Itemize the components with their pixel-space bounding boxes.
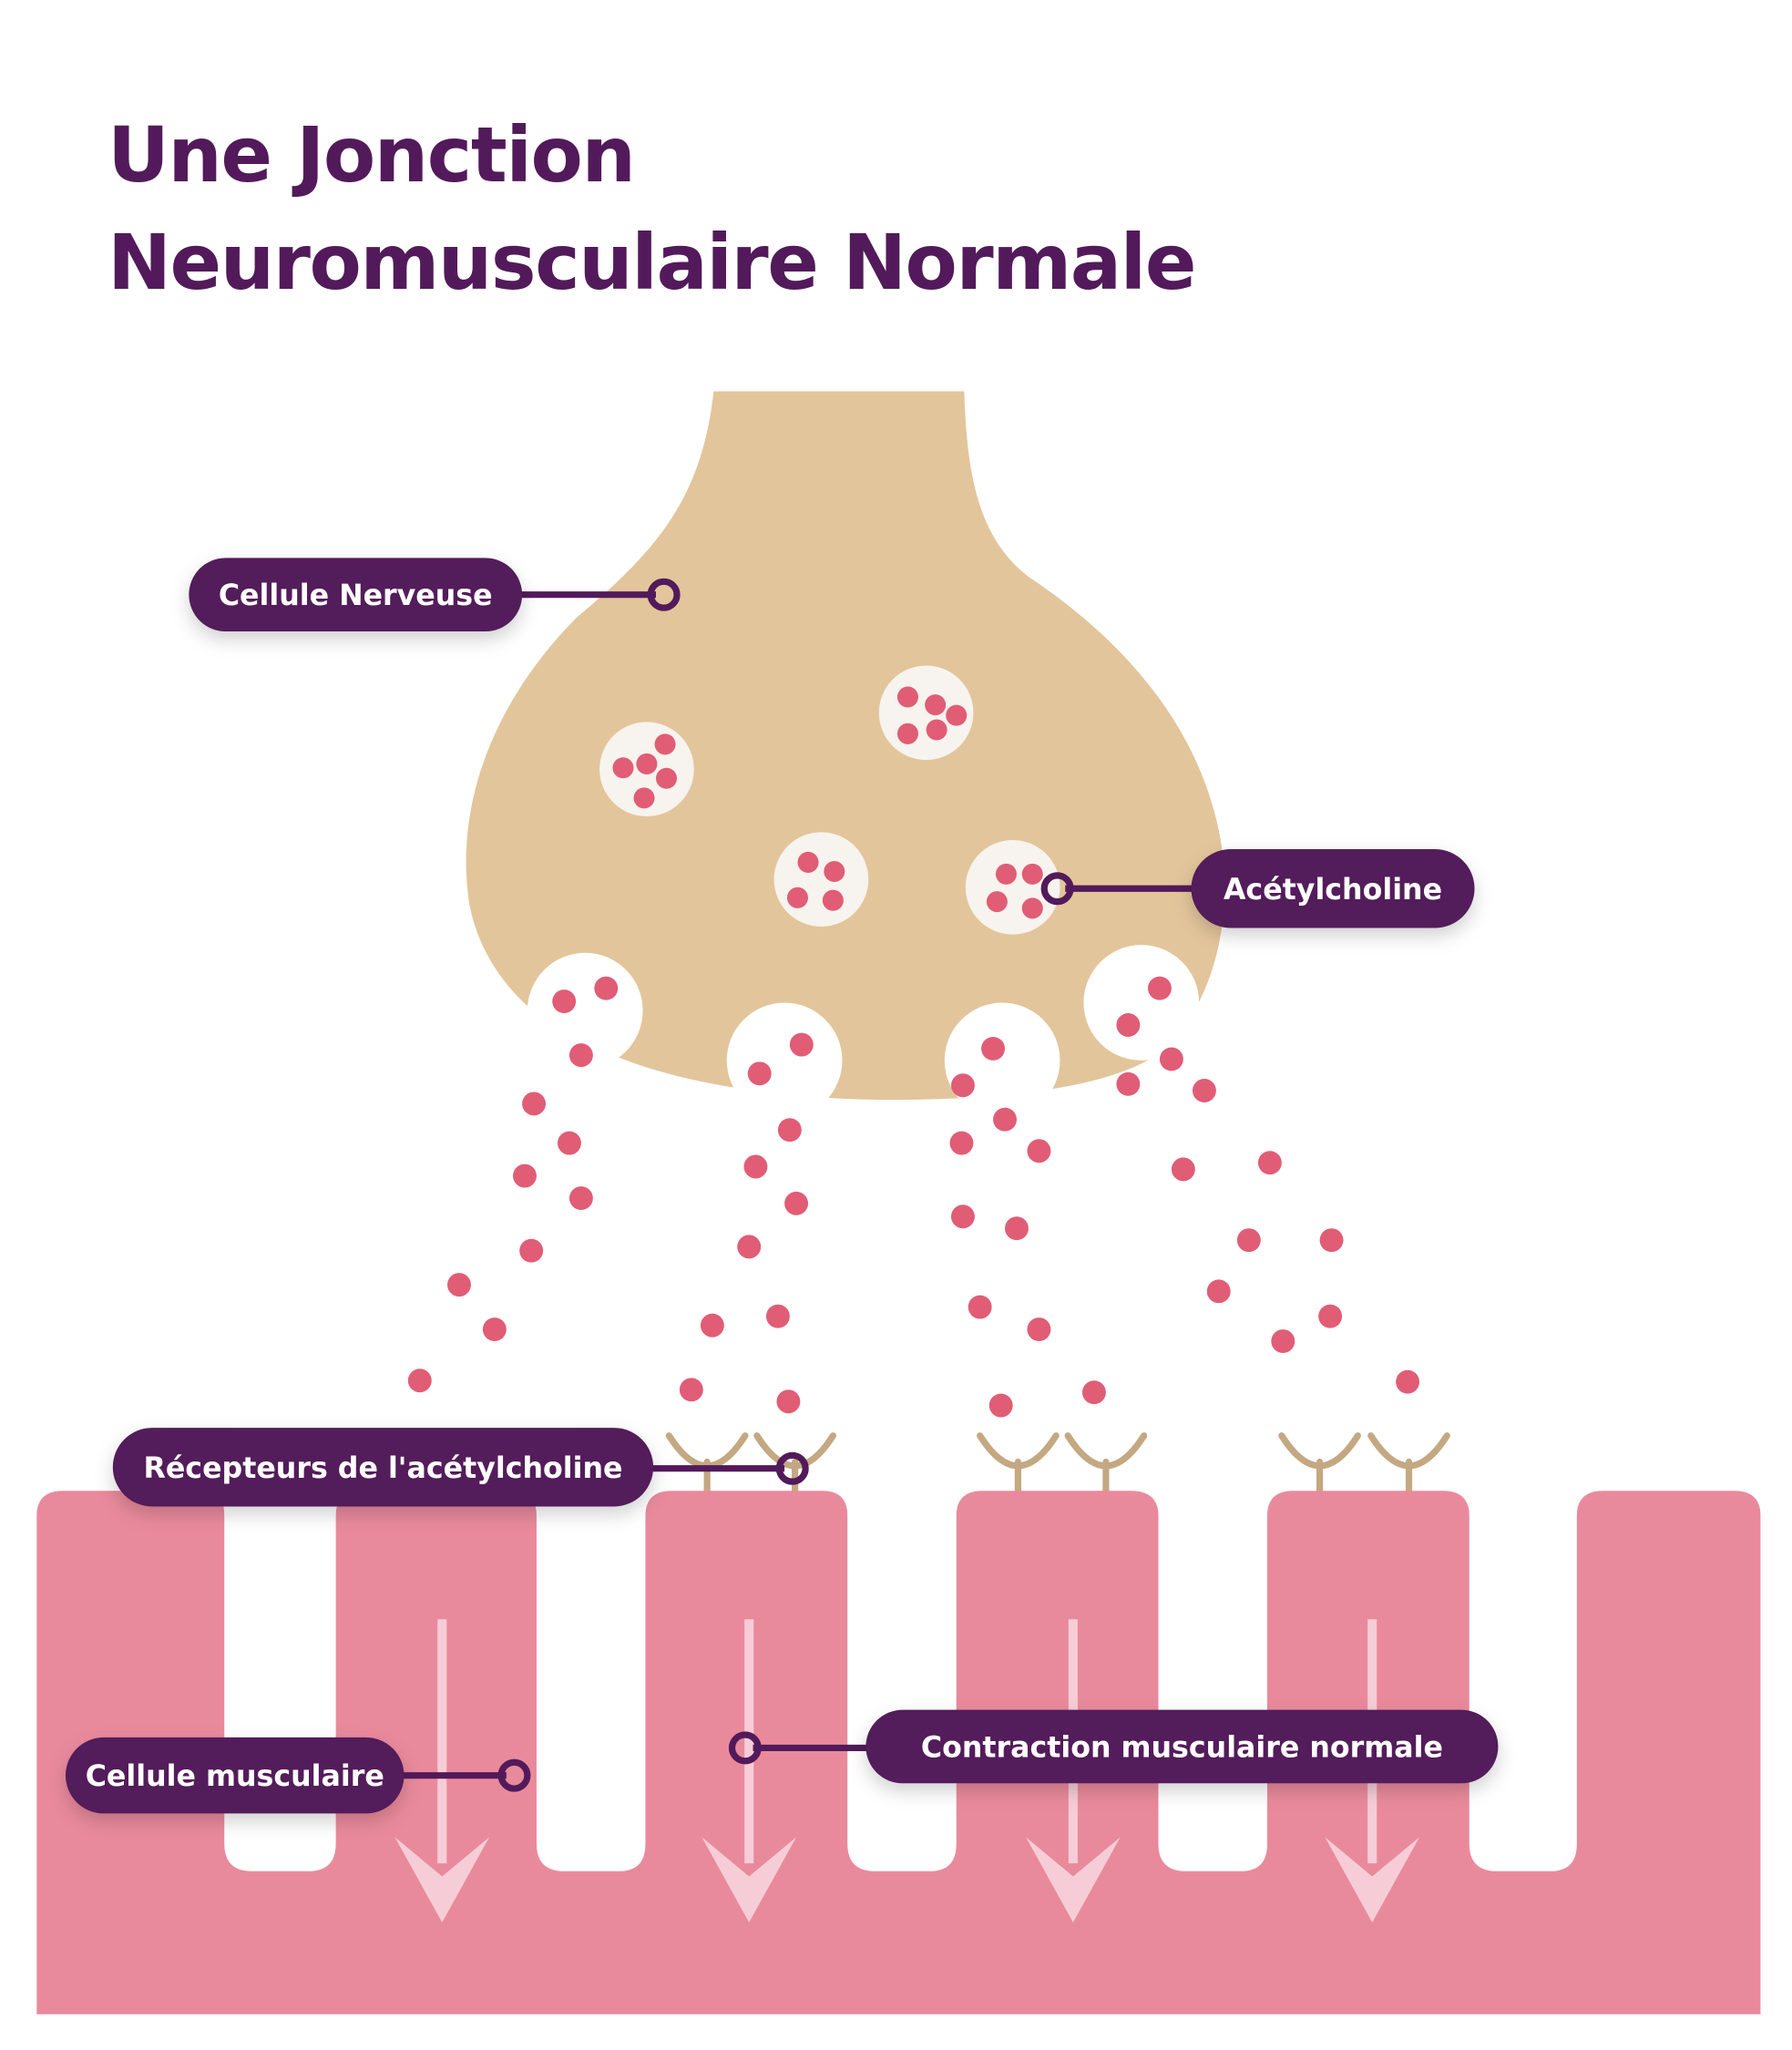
acetylcholine-molecule (1396, 1369, 1420, 1394)
acetylcholine-molecule (679, 1378, 703, 1402)
acetylcholine-molecule (447, 1273, 471, 1297)
arrow-down-icon (394, 1619, 490, 1922)
acetylcholine-molecule (522, 1092, 547, 1116)
acetylcholine-molecule (968, 1295, 992, 1319)
vesicles (599, 665, 1060, 935)
acetylcholine-molecule (950, 1073, 975, 1098)
acetylcholine-molecule (784, 1191, 809, 1215)
pointer-ring-icon (497, 1758, 531, 1792)
label-nerve-cell-text: Cellule Nerveuse (219, 579, 493, 612)
acetylcholine-molecule (1081, 1380, 1106, 1405)
arrow-down-icon (701, 1619, 797, 1922)
acetylcholine-molecule (519, 1238, 544, 1263)
fused-vesicle (1083, 945, 1200, 1061)
label-nerve-cell: Cellule Nerveuse (189, 558, 681, 632)
acetylcholine-molecule (747, 1061, 772, 1086)
label-muscle-cell: Cellule musculaire (65, 1737, 531, 1814)
acetylcholine-molecule (552, 989, 577, 1014)
acetylcholine-molecule (1236, 1228, 1261, 1253)
acetylcholine-molecule (1027, 1317, 1051, 1342)
label-contraction-text: Contraction musculaire normale (921, 1732, 1443, 1765)
vesicle (878, 665, 974, 761)
pointer-ring-icon (647, 578, 681, 611)
acetylcholine-molecule (743, 1154, 768, 1179)
acetylcholine-molecule (765, 1304, 790, 1328)
acetylcholine-molecule (1257, 1151, 1282, 1175)
fused-vesicle (944, 1002, 1060, 1119)
acetylcholine-molecule (776, 1389, 801, 1414)
acetylcholine-molecule (737, 1235, 762, 1259)
acetylcholine-molecule (1116, 1071, 1141, 1096)
acetylcholine-molecule (988, 1393, 1013, 1418)
label-acetylcholine: Acétylcholine (1040, 849, 1475, 928)
receptor (665, 1432, 749, 1494)
receptor (1367, 1432, 1450, 1494)
acetylcholine-molecule (777, 1118, 802, 1143)
acetylcholine-molecule (557, 1131, 581, 1155)
acetylcholine-molecule (1206, 1279, 1231, 1304)
vesicle (773, 832, 869, 928)
acetylcholine-molecule (1116, 1013, 1141, 1037)
acetylcholine-molecule (407, 1368, 432, 1393)
acetylcholine-molecule (1192, 1079, 1216, 1102)
acetylcholine-molecule (482, 1317, 507, 1342)
acetylcholine-molecule (568, 1043, 593, 1068)
acetylcholine-molecules (407, 976, 1420, 1418)
receptor (1064, 1432, 1148, 1494)
label-muscle-cell-text: Cellule musculaire (86, 1760, 384, 1793)
acetylcholine-molecule (594, 976, 619, 1000)
acetylcholine-molecule (1005, 1216, 1029, 1241)
pointer-ring-icon (1040, 872, 1074, 906)
fused-vesicle (726, 1002, 843, 1119)
acetylcholine-receptors (665, 1432, 1450, 1494)
pointer-ring-icon (728, 1731, 762, 1765)
receptor (1278, 1432, 1361, 1494)
muscle-cell (36, 1491, 1761, 2014)
label-receptors-text: Récepteurs de l'acétylcholine (143, 1452, 622, 1485)
acetylcholine-molecule (1271, 1329, 1295, 1353)
acetylcholine-molecule (1171, 1157, 1195, 1182)
acetylcholine-molecule (1318, 1304, 1343, 1328)
acetylcholine-molecule (993, 1107, 1017, 1132)
acetylcholine-molecule (789, 1032, 814, 1057)
vesicle (599, 722, 694, 817)
label-acetylcholine-text: Acétylcholine (1224, 874, 1442, 907)
acetylcholine-molecule (1027, 1139, 1051, 1163)
acetylcholine-molecule (513, 1163, 537, 1188)
pointer-ring-icon (775, 1451, 809, 1485)
receptor (753, 1432, 836, 1494)
acetylcholine-molecule (1147, 976, 1172, 1000)
acetylcholine-molecule (950, 1204, 975, 1229)
acetylcholine-molecule (568, 1186, 593, 1211)
acetylcholine-molecule (1159, 1047, 1183, 1071)
acetylcholine-molecule (949, 1131, 974, 1155)
label-receptors: Récepteurs de l'acétylcholine (112, 1428, 809, 1507)
title-line-2: Neuromusculaire Normale (108, 218, 1195, 307)
acetylcholine-molecule (981, 1036, 1006, 1061)
label-contraction: Contraction musculaire normale (728, 1709, 1499, 1784)
vesicle (965, 839, 1060, 935)
title-line-1: Une Jonction (108, 110, 634, 200)
acetylcholine-molecule (700, 1313, 724, 1338)
acetylcholine-molecule (1319, 1228, 1344, 1253)
receptor (977, 1432, 1060, 1494)
